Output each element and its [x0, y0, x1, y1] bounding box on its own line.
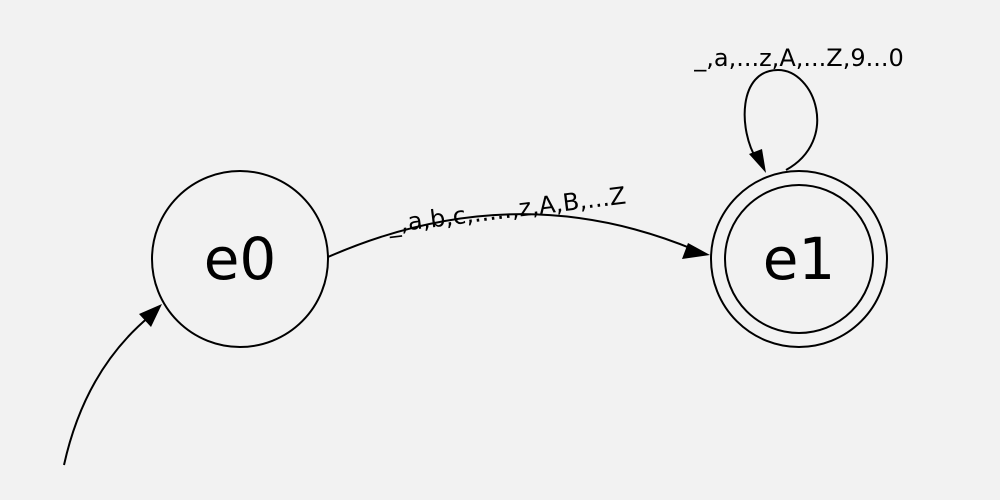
state-e1-outer-circle	[710, 170, 888, 348]
transition-e1-self-loop-arrowhead	[749, 149, 766, 173]
state-e1-label: e1	[763, 225, 836, 293]
transition-e1-self-loop-label: _,a,...z,A,...Z,9...0	[693, 44, 904, 72]
state-e1-inner-circle	[724, 184, 874, 334]
state-e0-label: e0	[204, 225, 277, 293]
initial-arrowhead	[139, 304, 162, 327]
state-e0: e0	[151, 170, 329, 348]
transition-e1-self-loop	[743, 68, 819, 171]
state-e1: e1	[710, 170, 888, 348]
transition-e0-e1-label: _,a,b,c,.....,z,A,B,...Z	[386, 182, 628, 239]
transition-e0-e1-arrowhead	[682, 243, 710, 259]
state-e0-circle	[151, 170, 329, 348]
transition-e0-e1	[327, 213, 696, 258]
initial-arrow	[63, 315, 151, 466]
